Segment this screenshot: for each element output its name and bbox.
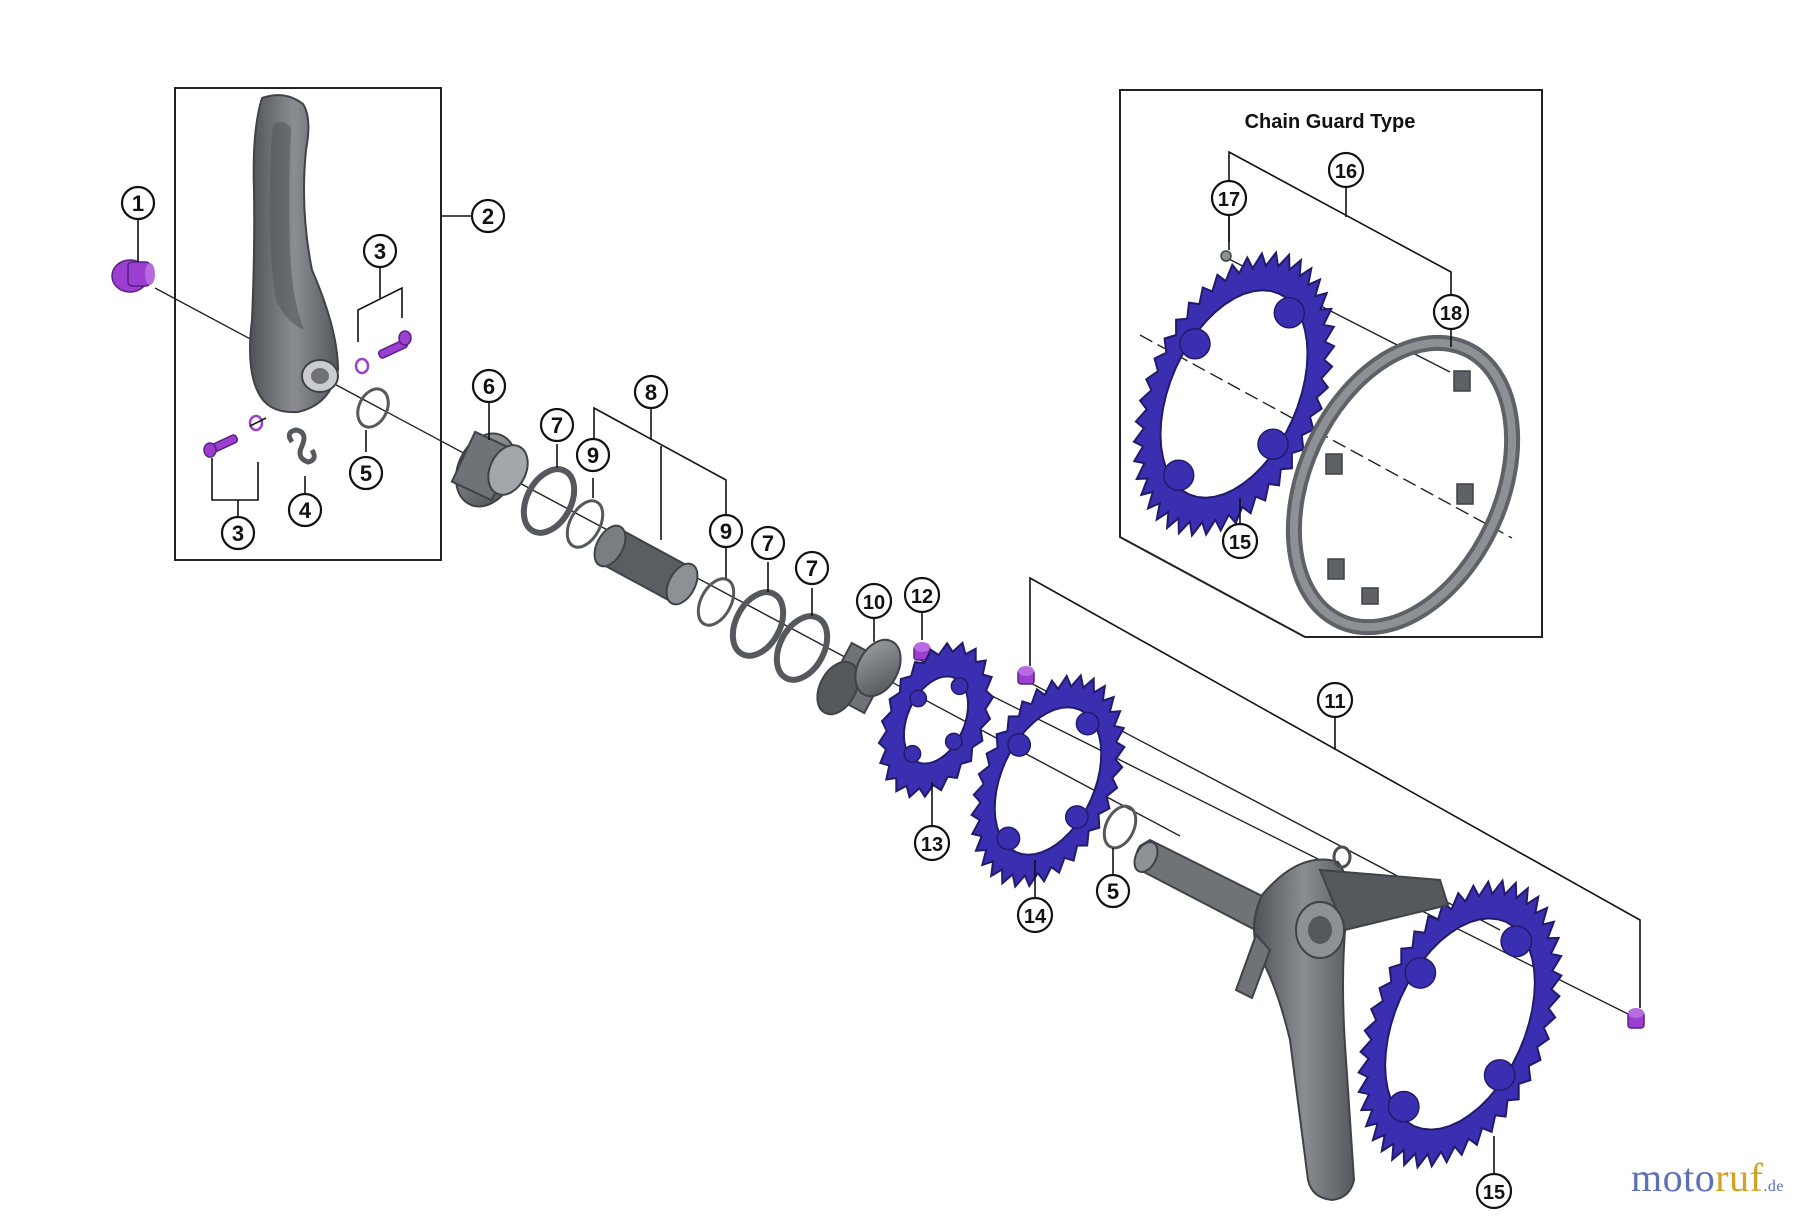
- chainring-middle-14-mount-tab: [1075, 711, 1100, 736]
- callout-16: 16: [1327, 151, 1365, 189]
- washer-lower: [248, 414, 264, 432]
- svg-text:5: 5: [1107, 879, 1119, 904]
- chainring-small-13-mount-tab: [909, 689, 928, 708]
- callout-13: 13: [913, 824, 951, 862]
- svg-text:3: 3: [232, 521, 244, 546]
- svg-text:9: 9: [720, 519, 732, 544]
- svg-text:8: 8: [645, 380, 657, 405]
- callout-8: 8: [633, 374, 669, 410]
- chain-guard: [1285, 334, 1521, 636]
- inset-title: Chain Guard Type: [1245, 111, 1416, 133]
- svg-text:9: 9: [587, 443, 599, 468]
- chainring-large-15-mount-tab: [1404, 956, 1437, 989]
- safety-plate: [286, 427, 317, 465]
- bb-right-cup: [816, 638, 902, 716]
- crank-cap-bolt: [111, 259, 155, 293]
- svg-text:13: 13: [921, 834, 943, 856]
- chainring-inset-15-mount-tab: [1179, 328, 1211, 360]
- bb-sleeve: [593, 524, 699, 606]
- washer-upper: [354, 357, 370, 375]
- chain-guard-inset-box: [1119, 89, 1543, 638]
- callout-3-lower: 3: [220, 515, 256, 551]
- callout-7-a: 7: [539, 407, 575, 443]
- o-ring-left: [356, 387, 390, 429]
- chainring-large-15-mount-tab: [1483, 1059, 1516, 1092]
- left-crank-hole-inner: [311, 368, 329, 384]
- washer-lower-lead: [249, 417, 267, 427]
- callout-5-left: 5: [348, 455, 384, 491]
- svg-text:6: 6: [483, 374, 495, 399]
- chain-guard-bolt: [1220, 250, 1232, 262]
- callout-4: 4: [287, 492, 323, 528]
- svg-text:7: 7: [551, 413, 563, 438]
- callout-15-inset: 15: [1221, 522, 1259, 560]
- callout-11: 11: [1316, 681, 1354, 719]
- svg-text:14: 14: [1024, 906, 1047, 928]
- chainring-middle-14-mount-tab: [1064, 805, 1089, 830]
- svg-text:18: 18: [1440, 303, 1462, 325]
- pinch-bolt-upper: [377, 330, 412, 359]
- callout-6: 6: [471, 368, 507, 404]
- svg-text:11: 11: [1324, 691, 1345, 713]
- left-crank-arm-groove: [269, 122, 304, 330]
- chainring-inset-15-mount-tab: [1273, 297, 1306, 329]
- svg-text:16: 16: [1335, 161, 1357, 183]
- chainring-inset-15-mount-tab: [1162, 459, 1195, 491]
- callout-2: 2: [470, 198, 506, 234]
- callout-14: 14: [1016, 896, 1054, 934]
- pinch-bolt-lower: [203, 434, 239, 458]
- callout-18: 18: [1432, 293, 1470, 331]
- left-crank-box: [174, 87, 442, 561]
- callout-7-b: 7: [750, 525, 786, 561]
- callout-9-a: 9: [575, 437, 611, 473]
- right-crank-arm: [1133, 838, 1450, 1202]
- o-ring-9b: [696, 577, 736, 627]
- bolt-axis: [919, 659, 1641, 1021]
- svg-text:10: 10: [863, 592, 885, 614]
- svg-text:7: 7: [806, 556, 818, 581]
- svg-text:4: 4: [299, 498, 312, 523]
- svg-text:3: 3: [374, 239, 386, 264]
- callout-10: 10: [855, 582, 893, 620]
- chainring-large-15: [1357, 878, 1563, 1170]
- callout-3-upper: 3: [362, 233, 398, 269]
- callout-1: 1: [120, 185, 156, 221]
- svg-text:1: 1: [132, 191, 144, 216]
- chainring-small-13-mount-tab: [950, 677, 969, 696]
- svg-text:15: 15: [1229, 532, 1251, 554]
- chainring-middle-14: [970, 673, 1126, 889]
- svg-text:7: 7: [762, 531, 774, 556]
- o-ring-right: [1102, 804, 1138, 850]
- callout-5-right: 5: [1095, 873, 1131, 909]
- callout-15-main: 15: [1475, 1172, 1513, 1210]
- spacer-ring-3: [773, 613, 831, 683]
- watermark-logo: motoruf.de: [1631, 1155, 1784, 1200]
- callout-12: 12: [903, 576, 941, 614]
- chainring-middle-14-mount-tab: [1007, 732, 1032, 757]
- spacer-ring-2: [729, 589, 787, 659]
- o-ring-9a: [565, 499, 605, 549]
- callout-17: 17: [1210, 179, 1248, 217]
- chainring-large-15-mount-tab: [1387, 1090, 1420, 1123]
- svg-text:2: 2: [482, 204, 494, 229]
- callout-9-b: 9: [708, 513, 744, 549]
- chainring-bolt-11a: [1017, 666, 1035, 685]
- main-axis-lower: [999, 739, 1181, 837]
- spacer-ring-1: [520, 466, 578, 536]
- callout-7-c: 7: [794, 550, 830, 586]
- chainring-small-13-mount-tab: [944, 732, 963, 751]
- chainrings-layer: [877, 250, 1563, 1170]
- chainring-inset-15-mount-tab: [1257, 428, 1289, 460]
- svg-text:15: 15: [1483, 1182, 1505, 1204]
- svg-text:12: 12: [911, 586, 933, 608]
- chainring-large-15-mount-tab: [1500, 925, 1533, 958]
- chainring-small-13-mount-tab: [903, 744, 922, 763]
- chainring-bolt-11b: [1627, 1008, 1645, 1029]
- bb-left-cup: [450, 430, 529, 508]
- chainring-middle-14-mount-tab: [996, 826, 1021, 851]
- svg-text:5: 5: [360, 461, 372, 486]
- svg-text:17: 17: [1218, 189, 1240, 211]
